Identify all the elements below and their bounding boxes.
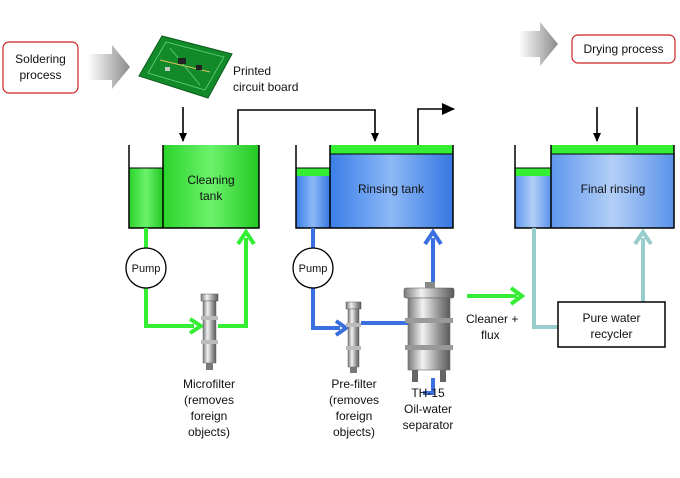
- rinsing-loop: [311, 228, 443, 395]
- cleaning-tank: Cleaning tank: [128, 145, 260, 229]
- microfilter-label-3: foreign: [191, 409, 228, 423]
- pump-icon: Pump: [292, 247, 334, 289]
- separator-label-1: TH-15: [411, 386, 445, 400]
- drying-process-box: Drying process: [571, 34, 676, 64]
- pcb-label-2: circuit board: [233, 80, 298, 94]
- final-rinsing-tank: Final rinsing: [514, 145, 675, 229]
- cleaning-tank-label-1: Cleaning: [187, 173, 234, 187]
- cleaning-tank-label-2: tank: [200, 189, 224, 203]
- soldering-process-box: Soldering process: [2, 41, 79, 94]
- pump-icon: Pump: [125, 247, 167, 289]
- pump-label: Pump: [132, 263, 161, 275]
- prefilter-label-4: objects): [333, 425, 375, 439]
- flow-arrow-icon: [519, 22, 558, 66]
- prefilter-icon: [345, 301, 362, 373]
- prefilter-label: Pre-filter (removes foreign objects): [329, 377, 379, 439]
- final-tank-label: Final rinsing: [581, 182, 646, 196]
- prefilter-label-3: foreign: [336, 409, 373, 423]
- separator-label-2: Oil-water: [404, 402, 452, 416]
- rinsing-tank-label: Rinsing tank: [358, 182, 425, 196]
- transfer-label-2: flux: [481, 328, 500, 342]
- prefilter-label-2: (removes: [329, 393, 379, 407]
- pcb-label-1: Printed: [233, 64, 271, 78]
- pure-water-recycler-box: Pure water recycler: [557, 301, 666, 348]
- cleaner-flux-arrow: [467, 286, 526, 306]
- drying-label: Drying process: [583, 42, 663, 56]
- output-line: [417, 103, 455, 145]
- separator-label: TH-15 Oil-water separator: [403, 386, 454, 432]
- flow-arrow-icon: [88, 45, 130, 89]
- microfilter-label-4: objects): [188, 425, 230, 439]
- recycler-label-2: recycler: [590, 327, 632, 341]
- rinsing-tank: Rinsing tank: [295, 145, 454, 229]
- transfer-line: [237, 109, 379, 145]
- separator-label-3: separator: [403, 418, 454, 432]
- prefilter-label-1: Pre-filter: [331, 377, 376, 391]
- transfer-label-1: Cleaner +: [466, 312, 518, 326]
- pure-water-loop: [532, 228, 653, 329]
- cleaning-loop: [144, 228, 256, 335]
- microfilter-label-2: (removes: [184, 393, 234, 407]
- pump-label: Pump: [299, 263, 328, 275]
- soldering-label-1: Soldering: [15, 52, 66, 66]
- microfilter-icon: [200, 293, 219, 370]
- circuit-board-icon: [138, 35, 233, 99]
- oil-water-separator-icon: [403, 282, 455, 382]
- soldering-label-2: process: [19, 68, 61, 82]
- microfilter-label: Microfilter (removes foreign objects): [183, 377, 235, 439]
- microfilter-label-1: Microfilter: [183, 377, 235, 391]
- recycler-label-1: Pure water: [582, 311, 640, 325]
